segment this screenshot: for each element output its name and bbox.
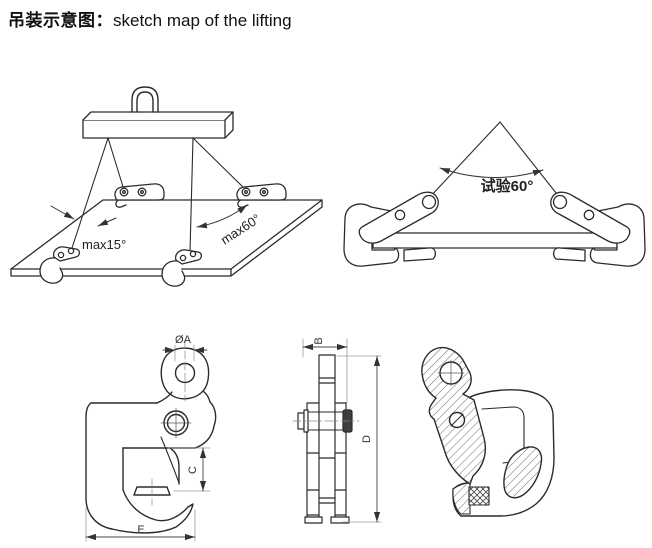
plate-clamp-front-2 — [161, 249, 203, 287]
sling-ropes — [71, 137, 247, 253]
test-plate — [372, 232, 618, 249]
pivot-bolt — [292, 409, 360, 433]
dim-overall-width: E — [85, 507, 196, 542]
plate-clamp-top-2 — [236, 183, 287, 208]
plate-clamp-top-1 — [114, 183, 165, 208]
clamp-body-outline — [85, 390, 217, 534]
dim-a-label: ØA — [175, 334, 192, 346]
grip-pad — [468, 486, 490, 506]
title-english: sketch map of the lifting — [113, 11, 292, 30]
max60-label: max60° — [218, 211, 263, 248]
angle-annotations — [50, 204, 248, 229]
lifting-ring — [160, 339, 210, 402]
test-clamp-right — [550, 191, 646, 267]
shackle-icon — [131, 86, 159, 113]
plate-clamp-front-1 — [39, 246, 81, 284]
dim-hole-diameter: ØA — [162, 334, 208, 362]
page-title: 吊装示意图：sketch map of the lifting — [8, 6, 292, 31]
dim-c-label: C — [187, 466, 199, 474]
clamp-side-view: ØA C E — [85, 334, 217, 542]
sling-triangle — [428, 121, 561, 199]
test-clamp-left — [343, 191, 439, 267]
lifting-beam — [82, 111, 234, 139]
front-body — [304, 354, 350, 524]
clamp-section-view — [421, 346, 555, 517]
max15-label: max15° — [82, 237, 126, 252]
title-chinese: 吊装示意图： — [8, 11, 113, 30]
dim-e-label: E — [137, 524, 144, 536]
beam-lifting-sketch: max15° max60° — [10, 86, 323, 287]
test-angle-arc — [439, 167, 544, 179]
dim-jaw-opening: C — [167, 447, 211, 492]
test60-label: 试验60° — [481, 177, 534, 195]
section-lever-arm — [421, 346, 487, 485]
dim-body-width: B — [302, 337, 348, 404]
dim-b-label: B — [313, 337, 325, 344]
pivot-pin — [160, 407, 192, 439]
dim-overall-height: D — [336, 355, 382, 523]
dim-d-label: D — [361, 435, 373, 443]
clamp-front-view: B D — [292, 337, 382, 524]
test-lifting-sketch: 试验60° — [343, 121, 646, 267]
